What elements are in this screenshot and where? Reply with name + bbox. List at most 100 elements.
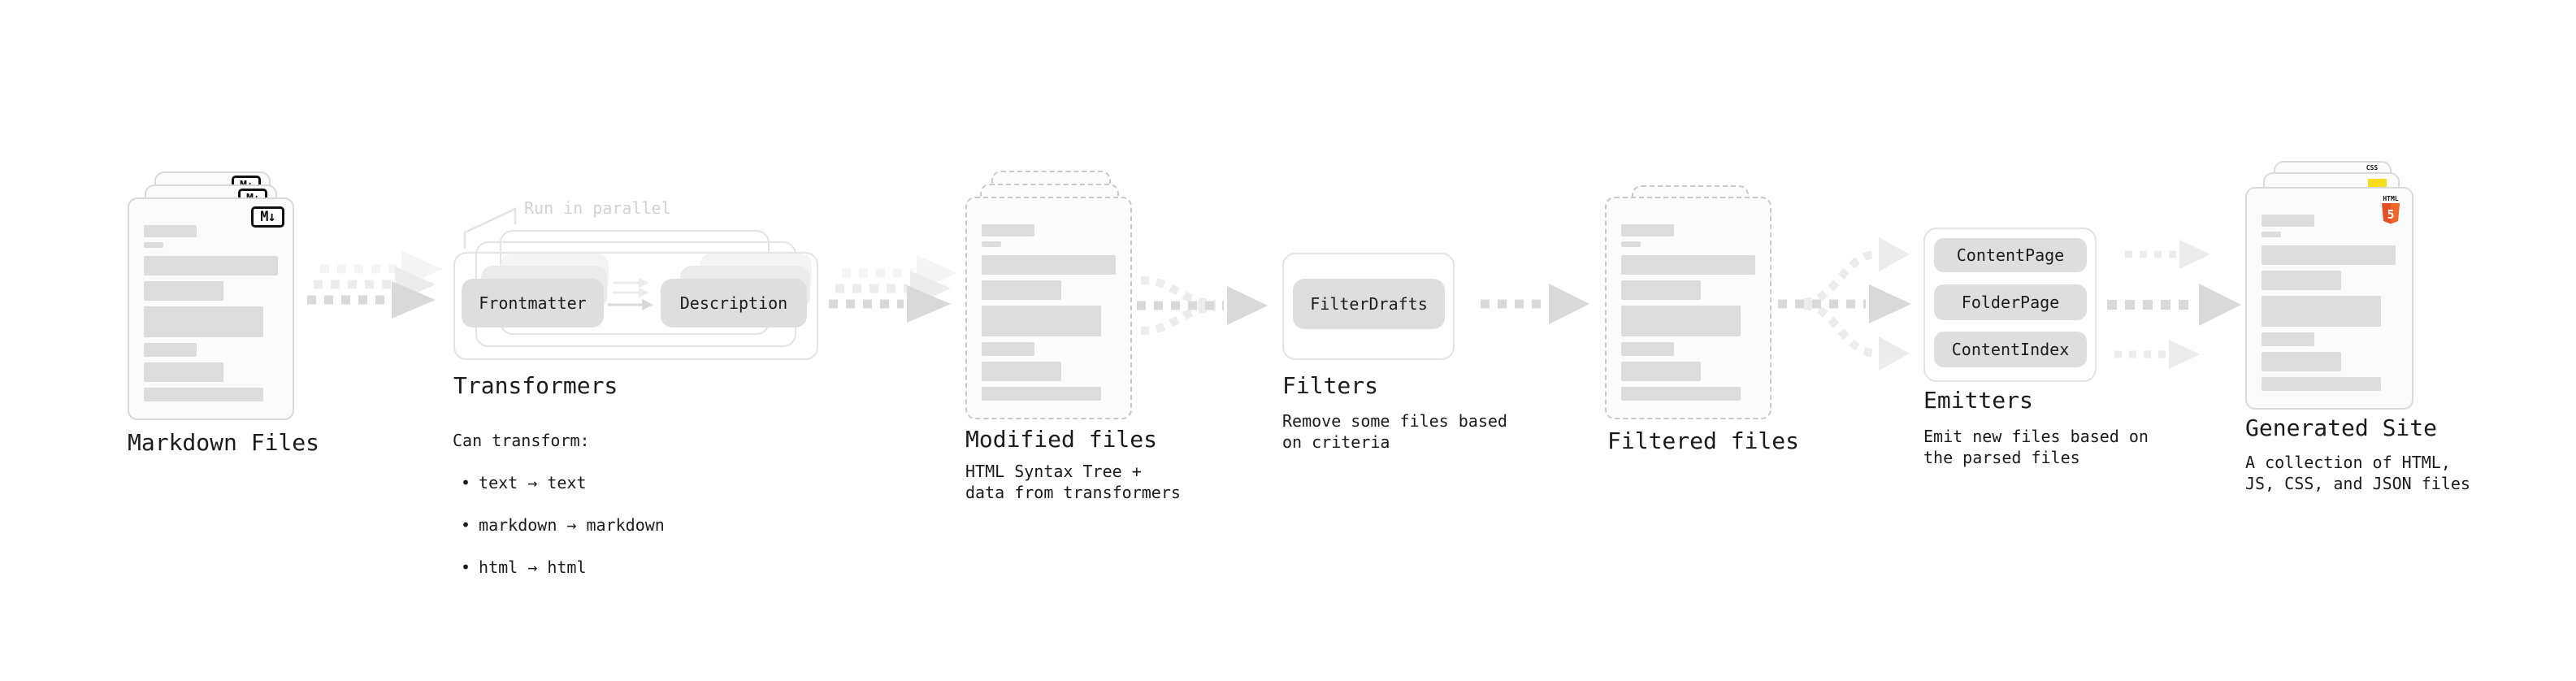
document-skeleton-lines <box>2247 189 2412 408</box>
arrow-head <box>2179 240 2210 269</box>
doc-line-bar <box>1621 342 1674 356</box>
arrow-head <box>1879 336 1910 371</box>
doc-line-bar <box>982 387 1101 401</box>
bullet-text: markdown → markdown <box>479 515 665 535</box>
css-icon-label: CSS <box>2366 164 2379 171</box>
doc-line-bar <box>2262 215 2314 227</box>
generated-site-label: Generated Site <box>2245 414 2438 441</box>
doc-line-bar <box>144 343 197 357</box>
emitter-node-contentindex: ContentIndex <box>1934 332 2087 367</box>
transform-bullet-item: • markdown → markdown <box>453 514 665 536</box>
arrow-head <box>392 281 436 319</box>
doc-line-bar <box>1621 241 1641 247</box>
transform-bullet-item: • html → html <box>453 557 665 578</box>
mini-arrow-head <box>639 288 649 297</box>
doc-line-bar <box>144 281 223 301</box>
doc-line-bar <box>1621 362 1701 381</box>
markdown-file-card-front: M↓ <box>128 197 294 420</box>
arrow-head <box>1549 284 1589 324</box>
arrow-head <box>1227 286 1268 325</box>
bullet-marker: • <box>461 557 471 577</box>
doc-line-bar <box>1621 306 1741 336</box>
filtered-files-label: Filtered files <box>1607 427 1800 454</box>
doc-line-bar <box>982 255 1116 275</box>
doc-line-bar <box>982 280 1061 300</box>
arrow-head <box>2199 284 2241 326</box>
filtered-file-card-front <box>1605 197 1772 419</box>
filter-node-filterdrafts: FilterDrafts <box>1293 279 1445 329</box>
doc-line-bar <box>2262 332 2314 346</box>
arrow-transformers-to-modified <box>829 255 957 323</box>
arrow-modified-to-filters-merge <box>1137 276 1268 335</box>
bullet-text: html → html <box>479 557 587 577</box>
run-in-parallel-leader-line <box>463 207 517 249</box>
doc-line-bar <box>982 241 1001 247</box>
filters-label: Filters <box>1282 372 1379 399</box>
html5-shield-right <box>2391 203 2400 224</box>
doc-line-bar <box>2262 271 2341 290</box>
transformer-panel-front <box>453 252 818 360</box>
doc-line-bar <box>2262 232 2281 237</box>
html5-icon: HTML 5 <box>2382 195 2400 224</box>
arrow-head <box>907 285 951 323</box>
doc-line-bar <box>982 224 1034 236</box>
arrow-frontmatter-to-description <box>608 278 653 310</box>
transformers-label: Transformers <box>453 372 618 399</box>
doc-line-bar <box>144 388 263 401</box>
transformers-desc-title: Can transform: <box>453 431 590 450</box>
modified-files-description: HTML Syntax Tree + data from transformer… <box>965 462 1181 502</box>
split-branch-top <box>1803 250 1876 306</box>
doc-line-bar <box>1621 255 1755 275</box>
document-skeleton-lines <box>967 198 1130 418</box>
transform-bullet-item: • text → text <box>453 472 665 493</box>
doc-line-bar <box>144 306 263 337</box>
doc-line-bar <box>2262 245 2396 265</box>
doc-line-bar <box>1621 280 1701 300</box>
emitters-description: Emit new files based on the parsed files <box>1923 427 2149 467</box>
emitter-node-folderpage: FolderPage <box>1934 284 2087 320</box>
modified-file-card-front <box>965 197 1132 419</box>
transformer-node-frontmatter: Frontmatter <box>462 279 604 327</box>
doc-line-bar <box>1621 224 1674 236</box>
arrow-filters-to-filtered <box>1481 284 1589 324</box>
arrow-head <box>1869 284 1911 323</box>
emitters-label: Emitters <box>1923 387 2033 414</box>
document-skeleton-lines <box>129 199 293 419</box>
arrow-md-to-transformers <box>307 251 442 319</box>
doc-line-bar <box>144 242 163 248</box>
site-file-card-html: HTML 5 <box>2245 187 2413 410</box>
markdown-icon: M↓ <box>251 206 284 228</box>
doc-line-bar <box>982 362 1061 381</box>
arrow-emitters-to-site <box>2107 240 2241 369</box>
merge-branch-bottom <box>1140 303 1216 335</box>
filters-description: Remove some files based on criteria <box>1282 411 1507 452</box>
arrow-filtered-to-emitters-split <box>1778 237 1911 371</box>
html5-icon-number: 5 <box>2387 207 2394 222</box>
bullet-marker: • <box>461 515 471 535</box>
doc-line-bar <box>1621 387 1741 401</box>
doc-line-bar <box>982 342 1034 356</box>
markdown-files-label: Markdown Files <box>128 429 320 456</box>
doc-line-bar <box>2262 296 2381 327</box>
arrow-head <box>1879 237 1910 271</box>
transformers-description: Can transform: • text → text • markdown → … <box>453 409 665 599</box>
js-icon <box>2368 179 2387 188</box>
run-in-parallel-annotation: Run in parallel <box>524 198 671 218</box>
doc-line-bar <box>2262 377 2381 391</box>
mini-arrow-head <box>639 278 649 288</box>
emitter-node-contentpage: ContentPage <box>1934 238 2087 272</box>
merge-branch-top <box>1140 276 1216 308</box>
doc-line-bar <box>144 256 278 275</box>
html5-icon-label: HTML <box>2383 195 2398 202</box>
bullet-text: text → text <box>479 473 587 492</box>
split-branch-bottom <box>1803 301 1876 358</box>
modified-files-label: Modified files <box>965 426 1158 453</box>
bullet-marker: • <box>461 473 471 492</box>
doc-line-bar <box>982 306 1101 336</box>
mini-arrow-head <box>642 299 653 310</box>
doc-line-bar <box>144 362 223 382</box>
transformer-node-description: Description <box>661 279 807 327</box>
arrow-head <box>2169 340 2200 369</box>
